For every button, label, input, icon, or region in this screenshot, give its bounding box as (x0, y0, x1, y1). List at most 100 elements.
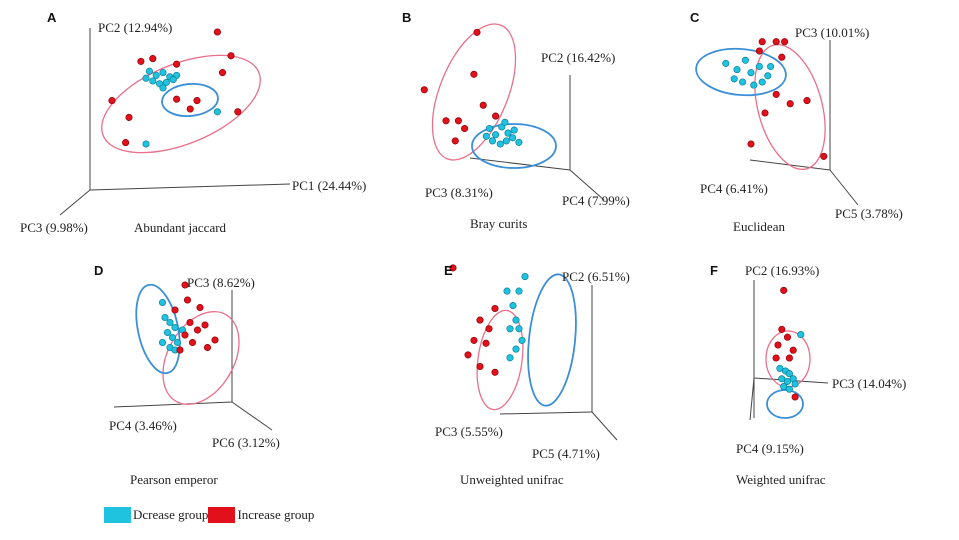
axis-label: PC4 (6.41%) (700, 181, 768, 196)
increase-point (461, 124, 469, 133)
axis-line-2 (499, 411, 593, 415)
increase-point (213, 28, 221, 36)
decrease-point (510, 126, 518, 134)
decrease-point (166, 318, 174, 327)
decrease-point (506, 354, 514, 362)
panel-letter: E (444, 263, 453, 278)
decrease-point (750, 81, 758, 89)
decrease-point (778, 375, 786, 383)
increase-point (772, 354, 780, 362)
increase-point (211, 336, 219, 344)
panel-title: Euclidean (733, 219, 785, 234)
increase-point (778, 53, 786, 61)
axis-label: PC5 (4.71%) (532, 446, 600, 461)
decrease-point (722, 59, 730, 67)
axis-label: PC6 (3.12%) (212, 435, 280, 450)
increase-ellipse (101, 54, 261, 154)
decrease-point (158, 338, 167, 347)
legend-decrease: Dcrease group (104, 507, 208, 523)
axis-line-2 (113, 401, 233, 408)
increase-point (492, 112, 500, 120)
decrease-point (502, 137, 510, 145)
panel-letter: F (710, 263, 718, 278)
increase-point (451, 137, 459, 145)
axis-line-3 (59, 189, 91, 216)
increase-point (196, 303, 204, 312)
decrease-point (504, 129, 512, 137)
axis-label: PC3 (5.55%) (435, 424, 503, 439)
increase-point (755, 47, 763, 55)
axis-label: PC2 (12.94%) (98, 20, 172, 35)
legend: Dcrease group Increase group (104, 507, 314, 523)
panel-letter: D (94, 263, 103, 278)
decrease-point (509, 134, 517, 142)
legend-increase-swatch (208, 507, 236, 523)
increase-point (491, 368, 499, 376)
increase-point (778, 325, 786, 333)
increase-point (227, 52, 235, 60)
increase-point (183, 296, 192, 304)
increase-point (176, 346, 184, 354)
axis-label: PC2 (6.51%) (562, 269, 630, 284)
increase-point (479, 101, 487, 109)
increase-point (186, 318, 194, 327)
decrease-point (785, 385, 793, 393)
axis-label: PC1 (24.44%) (292, 178, 366, 193)
axis-line-3 (569, 169, 605, 201)
axis-line-3 (749, 377, 755, 421)
increase-point (203, 343, 212, 352)
decrease-point (501, 118, 509, 126)
panel-letter: B (402, 10, 411, 25)
axis-label: PC4 (3.46%) (109, 418, 177, 433)
decrease-point (169, 76, 177, 84)
increase-point (820, 152, 828, 160)
increase-point (783, 333, 792, 341)
increase-point (774, 341, 782, 349)
decrease-point (168, 333, 177, 342)
decrease-ellipse (471, 123, 557, 169)
decrease-point (791, 380, 799, 388)
axis-label: PC3 (10.01%) (795, 25, 869, 40)
decrease-ellipse (766, 389, 804, 419)
increase-point (234, 108, 242, 116)
decrease-point (163, 328, 172, 337)
axis-label: PC3 (14.04%) (832, 376, 906, 391)
increase-point (464, 351, 472, 359)
decrease-point (739, 78, 747, 86)
increase-point (482, 339, 490, 347)
decrease-point (213, 108, 221, 116)
legend-decrease-swatch (104, 507, 131, 523)
panel-e: E PC2 (6.51%) PC3 (5.55%) PC5 (4.71%) Unweig… (435, 263, 630, 487)
decrease-point (509, 302, 517, 310)
decrease-point (171, 323, 179, 332)
axis-line-3 (829, 169, 859, 206)
decrease-point (512, 345, 520, 353)
increase-ellipse (754, 43, 826, 171)
axis-label: PC2 (16.42%) (541, 50, 615, 65)
increase-ellipse (162, 311, 240, 405)
increase-point (786, 100, 794, 108)
panel-title: Abundant jaccard (134, 220, 227, 235)
decrease-point (764, 72, 772, 80)
increase-point (449, 264, 457, 272)
axis-line-2 (469, 157, 571, 171)
decrease-point (162, 78, 170, 86)
axis-label: PC3 (8.62%) (187, 275, 255, 290)
decrease-point (783, 377, 792, 385)
increase-point (173, 60, 181, 68)
axis-label: PC4 (7.99%) (562, 193, 630, 208)
increase-point (149, 55, 157, 63)
axis-line-3 (231, 401, 273, 431)
increase-point (761, 109, 769, 117)
decrease-point (797, 331, 805, 339)
increase-point (470, 70, 478, 78)
increase-point (218, 69, 227, 77)
decrease-point (747, 69, 755, 77)
panel-title: Unweighted unifrac (460, 472, 564, 487)
decrease-point (503, 287, 511, 295)
decrease-point (161, 313, 169, 322)
decrease-point (152, 71, 160, 79)
